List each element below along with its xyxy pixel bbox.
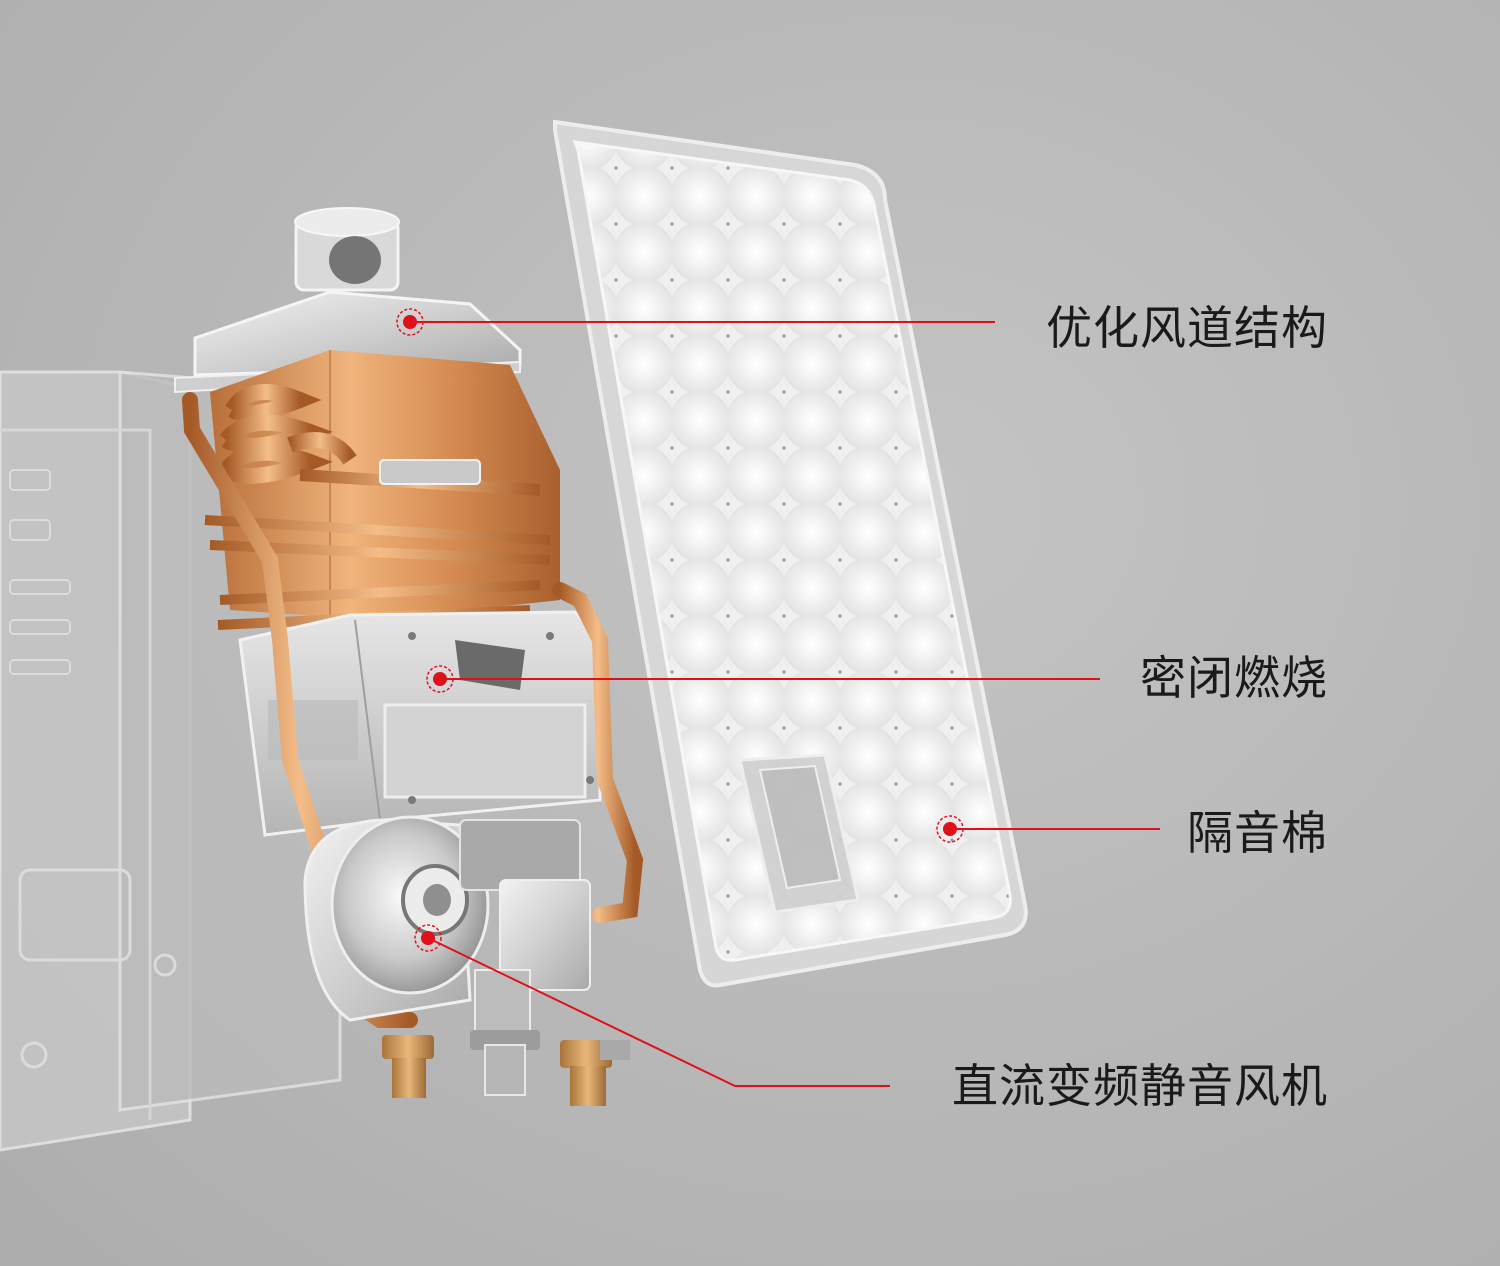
callout-markers — [396, 308, 964, 952]
leader-line-fan — [427, 937, 890, 1087]
marker-insulation — [936, 815, 964, 843]
callout-label-insulation: 隔音棉 — [1187, 806, 1328, 860]
callout-label-fan: 直流变频静音风机 — [952, 1059, 1328, 1113]
marker-airflow — [396, 308, 424, 336]
burner-box — [238, 610, 602, 837]
brass-fittings — [382, 1035, 630, 1106]
insulation-panel — [553, 119, 1028, 988]
marker-fan — [414, 924, 442, 952]
flue-cap — [294, 207, 400, 292]
heat-exchanger — [204, 350, 560, 630]
marker-combustion — [426, 665, 454, 693]
leader-lines — [410, 321, 1160, 1087]
callout-label-combustion: 密闭燃烧 — [1140, 651, 1328, 705]
callout-label-airflow: 优化风道结构 — [1046, 301, 1328, 355]
